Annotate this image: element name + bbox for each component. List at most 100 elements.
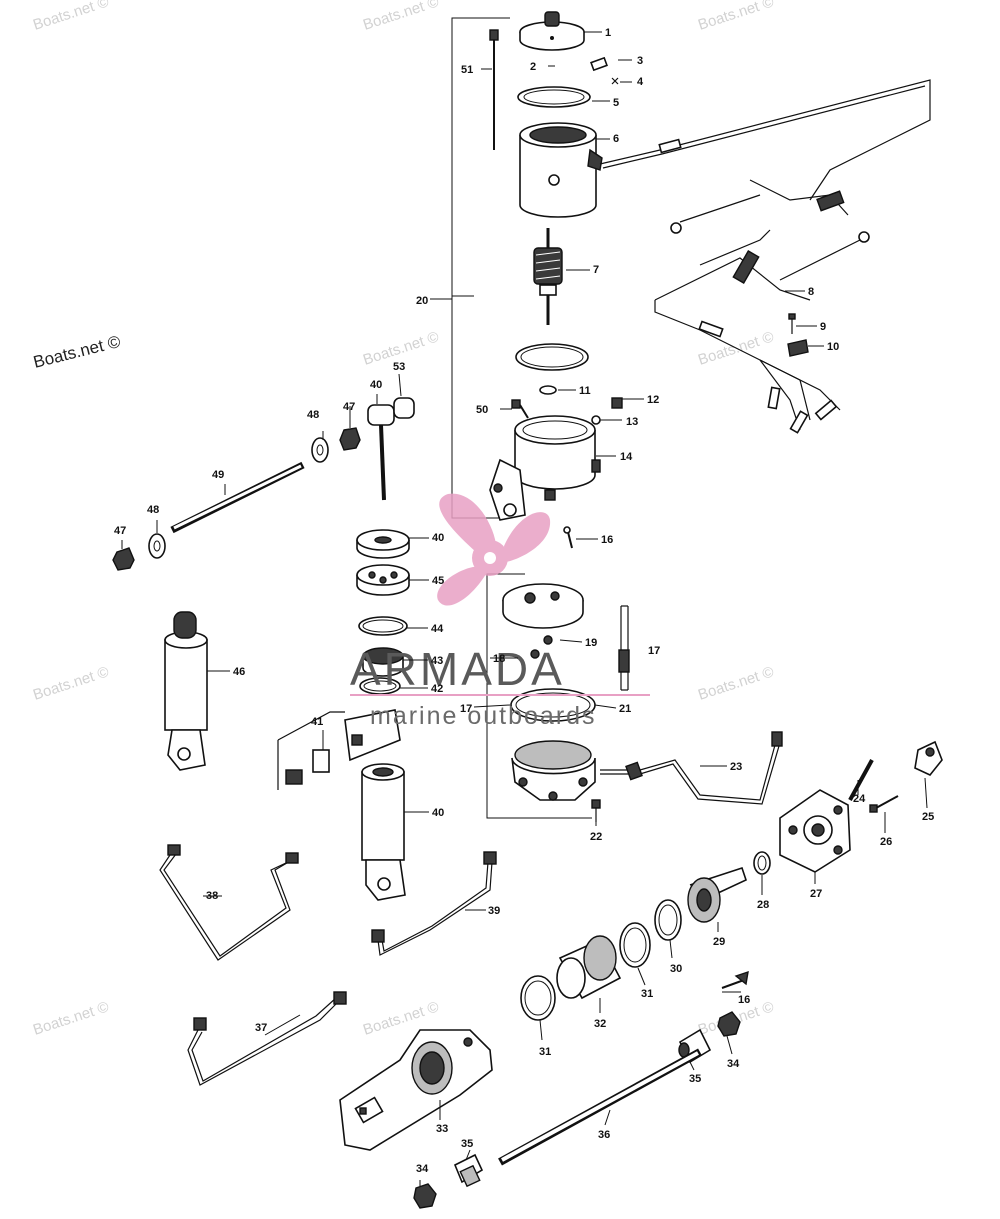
- tube-38: [159, 844, 299, 961]
- callout-42: 42: [431, 683, 443, 695]
- reservoir-cover-40: [356, 529, 410, 559]
- leader-line: [559, 639, 583, 643]
- callout-47: 47: [114, 525, 126, 537]
- tube-37: [187, 991, 347, 1086]
- callout-34: 34: [416, 1163, 429, 1175]
- check-valve-43: [362, 647, 404, 677]
- motor-frame: [519, 122, 603, 218]
- callout-40: 40: [370, 379, 382, 391]
- callout-43: 43: [431, 655, 443, 667]
- callout-28: 28: [757, 899, 769, 911]
- leader-line: [594, 704, 617, 709]
- callout-39: 39: [488, 905, 500, 917]
- washer-48-upper: [311, 437, 329, 463]
- callout-24: 24: [853, 793, 866, 805]
- callout-9: 9: [820, 321, 826, 333]
- callout-7: 7: [593, 264, 599, 276]
- fitting-25: [914, 740, 943, 776]
- armature: [533, 228, 563, 325]
- brand-name: ARMADA: [350, 643, 565, 695]
- leader-line: [465, 1149, 471, 1161]
- pump-body: [502, 583, 584, 659]
- callout-40: 40: [432, 807, 444, 819]
- callout-16: 16: [601, 534, 613, 546]
- callout-29: 29: [713, 936, 725, 948]
- callout-25: 25: [922, 811, 934, 823]
- leader-line: [669, 939, 673, 959]
- watermark: Boats.net ©: [31, 663, 111, 703]
- callout-35: 35: [461, 1138, 473, 1150]
- callout-2: 2: [530, 61, 536, 73]
- o-ring-44: [358, 616, 408, 636]
- screw-51: [489, 29, 499, 150]
- callout-51: 51: [461, 64, 473, 76]
- callout-32: 32: [594, 1018, 606, 1030]
- callout-41: 41: [311, 716, 323, 728]
- sleeve-32: [556, 935, 622, 1000]
- watermark: Boats.net ©: [31, 998, 111, 1038]
- callout-37: 37: [255, 1022, 267, 1034]
- screws-17: [618, 605, 630, 691]
- screw-24: [848, 759, 874, 801]
- callout-8: 8: [808, 286, 814, 298]
- rod-49: [170, 461, 305, 534]
- o-ring-42: [359, 677, 401, 695]
- o-ring-30: [654, 899, 682, 941]
- leader-line: [264, 1014, 301, 1036]
- screw-22: [591, 799, 601, 822]
- harness-8: [654, 229, 870, 434]
- bushing-40-53: [367, 397, 415, 501]
- callout-17: 17: [460, 703, 472, 715]
- logo: ARMADA marine outboards: [350, 493, 650, 730]
- callout-47: 47: [343, 401, 355, 413]
- clip-10: [787, 339, 809, 357]
- leader-line: [726, 1035, 733, 1055]
- screw-26: [869, 795, 899, 813]
- callout-36: 36: [598, 1129, 610, 1141]
- cylinder-40: [361, 763, 406, 901]
- leader-lines: [121, 31, 928, 1186]
- callout-30: 30: [670, 963, 682, 975]
- callouts: 1 2 3 4 5 6 7 8 9 10 11 12 13 14 16 16 1…: [114, 27, 934, 1175]
- tube-39: [371, 851, 497, 956]
- callout-19: 19: [585, 637, 597, 649]
- gear-plate-45: [356, 564, 410, 596]
- callout-21: 21: [619, 703, 631, 715]
- nut-47-upper: [339, 427, 361, 451]
- watermark: Boats.net ©: [696, 0, 776, 34]
- watermark: Boats.net ©: [361, 0, 441, 34]
- brush-part: [590, 56, 619, 85]
- callout-23: 23: [730, 761, 742, 773]
- nut-47-lower: [112, 547, 135, 571]
- callout-5: 5: [613, 97, 619, 109]
- callout-40: 40: [432, 532, 444, 544]
- callout-16: 16: [738, 994, 750, 1006]
- callout-11: 11: [579, 385, 591, 397]
- pin-16-lower: [721, 970, 749, 989]
- washer-11: [539, 385, 557, 395]
- callout-3: 3: [637, 55, 643, 67]
- o-ring-31-lower: [520, 975, 556, 1021]
- propeller-icon: [437, 493, 551, 606]
- motor-end-cap: [519, 11, 585, 51]
- o-ring-31-upper: [619, 922, 651, 968]
- callout-34: 34: [727, 1058, 740, 1070]
- leader-line: [689, 1061, 695, 1071]
- callout-45: 45: [432, 575, 444, 587]
- callout-48: 48: [307, 409, 319, 421]
- bolt-35-lower: [453, 1153, 484, 1188]
- o-ring-28: [753, 851, 771, 875]
- callout-22: 22: [590, 831, 602, 843]
- leader-line: [473, 704, 511, 708]
- callout-26: 26: [880, 836, 892, 848]
- callout-12: 12: [647, 394, 659, 406]
- watermark: Boats.net ©: [696, 663, 776, 703]
- motor-wires: [599, 79, 931, 234]
- leader-line: [637, 967, 646, 986]
- leader-line: [604, 1109, 611, 1126]
- screw-9: [788, 313, 796, 334]
- callout-18: 18: [493, 653, 505, 665]
- trim-cylinder-46: [164, 611, 208, 771]
- leader-line: [924, 777, 928, 809]
